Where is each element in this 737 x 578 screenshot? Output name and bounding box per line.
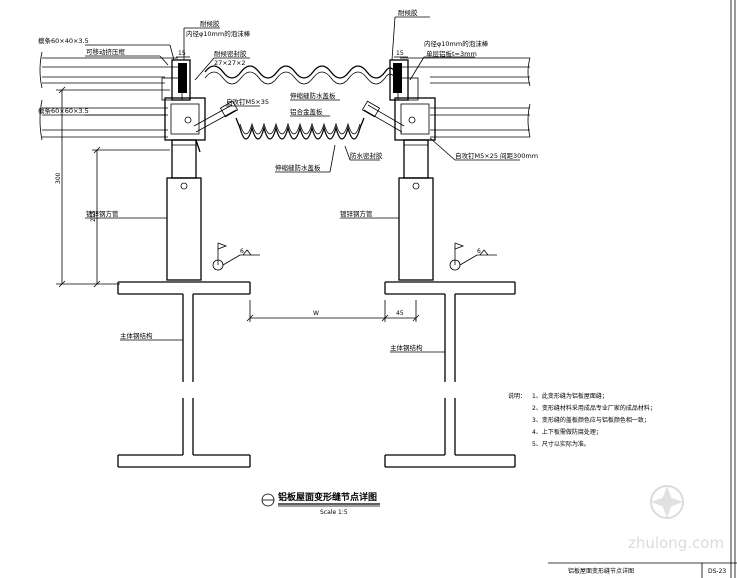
note-item: 3、变形缝的盖板颜色应与铝板颜色相一致；: [532, 416, 650, 424]
weld-symbol-right: [449, 242, 497, 271]
flower-logo-icon: [650, 485, 684, 519]
label-alu-plate: 铝合金盖板: [290, 107, 323, 116]
dim-height-total: 300: [55, 172, 62, 184]
label-waterproof-strip: 防水密封胶: [350, 151, 383, 160]
label-seal-mid: 耐候密封胶: [214, 49, 247, 58]
dim-offset: 45: [396, 310, 404, 317]
upper-bellows: [204, 65, 396, 85]
label-backing-rod-right: 内径φ10mm的泡沫棒: [424, 39, 489, 48]
note-item: 4、上下板需做防腐处理；: [532, 428, 602, 436]
drawing-scale: Scale 1:5: [320, 509, 348, 516]
dimension-lines: [56, 56, 420, 322]
weld-symbol-left: [212, 242, 260, 271]
weld-size-right: 6: [477, 248, 481, 255]
title-block-drawing-name: 铝板屋面变形缝节点详图: [568, 567, 634, 575]
left-support-column: [166, 139, 202, 281]
drawing-title-block: 铝板屋面变形缝节点详图 Scale 1:5: [261, 491, 380, 516]
weld-size-left: 6: [240, 248, 244, 255]
label-single-ply: 单层铝板t=3mm: [426, 49, 477, 58]
label-expansion-bolt: 自攻钉M5×25 间距300mm: [455, 151, 538, 160]
dim-15-right: 15: [396, 50, 404, 57]
label-purlin-bottom: 檩条60×60×3.5: [38, 106, 89, 115]
right-box-section: [361, 59, 436, 141]
break-symbols: [39, 51, 43, 141]
leader-lines: [85, 16, 520, 353]
dim-height-support: 215: [90, 210, 97, 222]
label-self-tap-screw: 自攻钉M5×35: [226, 97, 269, 106]
label-adj-support-left: 镀锌钢方管: [86, 209, 119, 218]
label-eave-flash-upper: 伸缩缝防水盖板: [290, 91, 336, 100]
label-sealant-right: 耐候胶: [398, 8, 418, 17]
roof-panel-left: [42, 57, 178, 138]
label-steel-beam-left: 主体钢结构: [120, 331, 153, 340]
roof-panel-right: [400, 57, 531, 138]
steel-beam-left: [117, 281, 251, 468]
label-adj-support-right: 镀锌钢方管: [340, 209, 373, 218]
title-block-drawing-no: DS-23: [708, 568, 726, 575]
label-extrusion-frame: 可移动挤压框: [86, 47, 126, 56]
left-box-section: [161, 59, 239, 141]
dim-15-left: 15: [178, 50, 186, 57]
note-item: 2、变形缝材料采用成品专业厂家的成品材料；: [532, 404, 656, 412]
label-gasket-left: 耐候胶: [200, 19, 220, 28]
dim-width: W: [313, 310, 319, 317]
label-purlin-top: 檩条60×40×3.5: [38, 36, 89, 45]
label-eave-flash-lower: 伸缩缝防水盖板: [275, 163, 321, 172]
label-steel-beam-right: 主体钢结构: [390, 343, 423, 352]
sheet-border: [548, 0, 737, 578]
note-item: 5、尺寸以实际为准。: [532, 440, 590, 448]
note-item: 1、此变形缝为铝板屋面缝；: [532, 392, 608, 400]
lower-bellows: [235, 117, 365, 140]
label-angle-left: 27×27×2: [214, 59, 246, 67]
notes-block: 说明： 1、此变形缝为铝板屋面缝； 2、变形缝材料采用成品专业厂家的成品材料； …: [508, 392, 656, 448]
right-support-column: [398, 139, 434, 281]
notes-heading: 说明：: [508, 392, 526, 400]
zhulong-watermark: zhulong.com: [628, 485, 724, 552]
steel-beam-right: [384, 281, 516, 468]
drawing-title: 铝板屋面变形缝节点详图: [278, 491, 377, 503]
watermark-text: zhulong.com: [628, 534, 724, 552]
label-backing-rod-left: 内径φ10mm的泡沫棒: [186, 29, 251, 38]
